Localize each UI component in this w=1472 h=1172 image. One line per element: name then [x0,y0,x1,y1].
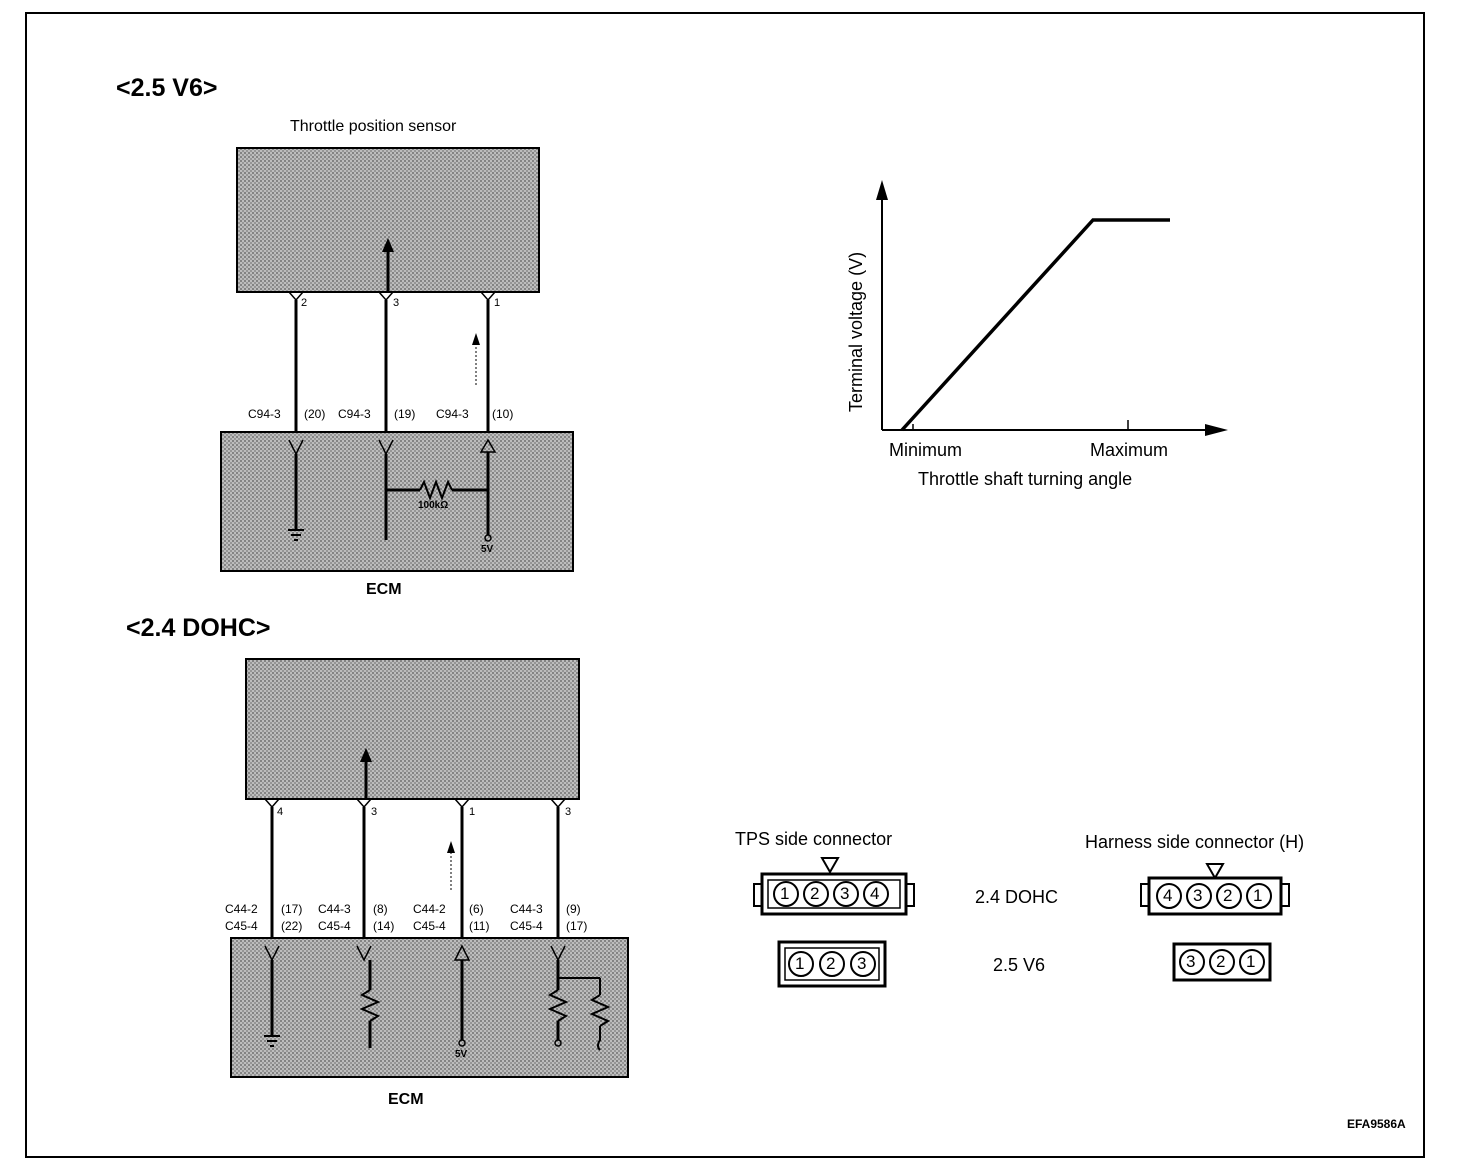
graph-x-min-label: Minimum [889,440,963,460]
v6-wire-terminal: (20) [304,407,326,421]
dohc-wire-connector: C45-4 [318,919,351,933]
dohc-wire-ground [264,798,280,938]
v6-wire-connector: C94-3 [248,407,281,421]
graph-x-max-label: Maximum [1090,440,1169,460]
figure-frame [25,12,1425,1158]
v6-wire-connector: C94-3 [338,407,371,421]
v6-ecm-box [220,431,574,572]
dohc-wire-terminal: (14) [373,919,395,933]
v6-resistor-label: 100kΩ [418,500,449,511]
dohc-current-arrow [447,841,455,890]
dohc-heading: <2.4 DOHC> [126,614,271,642]
harness-dohc-pin: 2 [1223,886,1233,905]
graph-x-label: Throttle shaft turning angle [918,469,1133,489]
harness-connector-v6 [1172,942,1272,982]
tps-v6-pin: 2 [826,954,836,973]
dohc-wire-terminal: (8) [373,902,388,916]
dohc-wire-supply [454,798,470,938]
graph-response-line [900,218,1170,432]
tps-dohc-pin: 1 [780,884,790,903]
dohc-wire-terminal: (17) [281,902,303,916]
dohc-supply-label: 5V [455,1049,468,1060]
harness-dohc-pin: 3 [1193,886,1203,905]
tps-dohc-pin: 4 [870,884,880,903]
v6-ecm-signal-input [378,439,394,540]
dohc-pin-label: 4 [277,806,284,818]
tps-connector-title: TPS side connector [735,829,893,849]
dohc-wire-connector: C45-4 [413,919,446,933]
dohc-pin-label: 3 [371,806,378,818]
v6-ecm-pullup-resistor [386,479,488,501]
graph-x-axis [882,424,1228,436]
dohc-ecm-box [230,937,629,1078]
dohc-wire-connector: C45-4 [510,919,543,933]
harness-v6-pin: 3 [1186,952,1196,971]
dohc-ecm-ground-symbol [264,945,280,1047]
dohc-pin-label: 1 [469,806,476,818]
v6-wire-supply [480,291,496,432]
dohc-wire-signal [356,798,372,938]
v6-pin-label: 3 [393,297,400,309]
v6-pin-label: 2 [301,297,308,309]
v6-sensor-title: Throttle position sensor [290,118,457,135]
v6-wire-terminal: (10) [492,407,514,421]
tps-connector-dohc [753,857,915,916]
v6-ecm-ground-symbol [288,439,304,541]
v6-heading: <2.5 V6> [116,74,218,102]
harness-v6-pin: 2 [1216,952,1226,971]
dohc-ecm-idle-switch-circuit [547,945,611,1051]
connector-row-label-v6: 2.5 V6 [993,955,1046,975]
harness-dohc-pin: 1 [1253,886,1263,905]
tps-dohc-pin: 3 [840,884,850,903]
harness-connector-title: Harness side connector (H) [1085,832,1305,852]
tps-connector-v6 [777,940,887,988]
dohc-wire-connector: C45-4 [225,919,258,933]
v6-wire-connector: C94-3 [436,407,469,421]
dohc-ecm-supply [453,944,471,1047]
dohc-wire-terminal: (6) [469,902,484,916]
v6-supply-label: 5V [481,544,494,555]
v6-wire-terminal: (19) [394,407,416,421]
dohc-wire-connector: C44-3 [510,902,543,916]
v6-wire-ground [288,291,304,432]
harness-connector-dohc [1140,863,1290,916]
tps-v6-pin: 1 [795,954,805,973]
dohc-ecm-label: ECM [388,1091,424,1108]
dohc-wire-terminal: (9) [566,902,581,916]
dohc-wire-terminal: (22) [281,919,303,933]
harness-v6-pin: 1 [1246,952,1256,971]
dohc-sensor-box [245,658,580,800]
harness-dohc-pin: 4 [1163,886,1173,905]
dohc-wire-terminal: (17) [566,919,588,933]
dohc-wire-idle [550,798,566,938]
v6-pin-label: 1 [494,297,501,309]
v6-ecm-supply [479,438,497,542]
v6-wire-signal [378,291,394,432]
v6-current-arrow [472,333,480,385]
dohc-wire-connector: C44-3 [318,902,351,916]
tps-v6-pin: 3 [857,954,867,973]
dohc-sensor-wiper-arrow [360,748,372,799]
dohc-wire-connector: C44-2 [413,902,446,916]
graph-y-axis [876,180,888,430]
graph-x-ticks [912,420,1129,430]
dohc-wire-terminal: (11) [469,919,490,933]
dohc-ecm-signal-resistor [356,945,381,1048]
dohc-pin-label: 3 [565,806,572,818]
connector-row-label-dohc: 2.4 DOHC [975,887,1059,907]
v6-sensor-wiper-arrow [382,238,394,292]
figure-id: EFA9586A [1347,1117,1406,1131]
graph-y-label: Terminal voltage (V) [846,252,866,412]
dohc-wire-connector: C44-2 [225,902,258,916]
v6-ecm-label: ECM [366,581,402,598]
tps-dohc-pin: 2 [810,884,820,903]
